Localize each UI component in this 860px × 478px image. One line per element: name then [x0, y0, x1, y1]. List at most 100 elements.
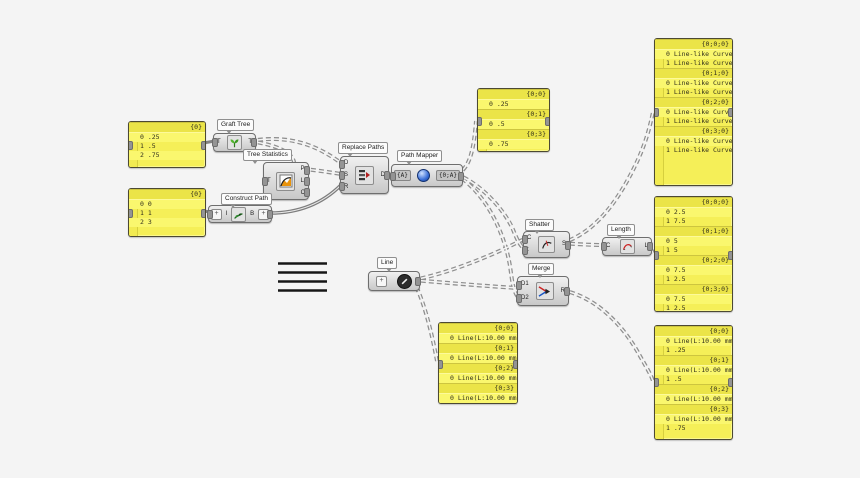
replace-paths-output-d[interactable]: D — [380, 171, 385, 178]
path-mapper-target-lane[interactable]: {0;A} — [435, 170, 460, 181]
merge-input-d2[interactable]: D2 — [521, 294, 529, 301]
shatter-icon — [538, 236, 556, 253]
panel-row: 0 Line-like Curve — [655, 137, 732, 146]
panel-row: 1 7.5 — [666, 217, 686, 225]
output-nub[interactable] — [304, 177, 310, 186]
line-param-label: Line — [377, 257, 398, 272]
input-nub[interactable] — [516, 294, 522, 303]
input-nub[interactable] — [339, 182, 345, 191]
panel-row: 1 .5 — [140, 142, 156, 150]
shatter-output-s[interactable]: S — [561, 241, 566, 247]
panel-output-nub[interactable] — [545, 117, 549, 126]
output-nub[interactable] — [267, 210, 273, 219]
graft-tree-component[interactable]: T T — [212, 133, 257, 152]
output-nub[interactable] — [304, 188, 310, 197]
path-mapper-component[interactable]: {A} {0;A} — [390, 164, 464, 187]
construct-path-component[interactable]: + I B + — [207, 205, 273, 223]
panel-input-nub[interactable] — [655, 378, 659, 387]
replace-paths-component[interactable]: D S R D — [339, 156, 390, 194]
branch-path: {0;2} — [439, 363, 517, 374]
line-param-component[interactable]: + — [368, 271, 421, 291]
panel-row: 0 5 — [655, 237, 732, 246]
wire-core — [455, 173, 525, 250]
tree-statistics-component[interactable]: T P L C — [262, 162, 310, 200]
output-nub[interactable] — [251, 138, 257, 147]
branch-path: {0;3;0} — [655, 126, 732, 137]
tree-statistics-output-c[interactable]: C — [300, 189, 305, 196]
replace-paths-input-s[interactable]: S — [344, 171, 349, 178]
input-nub[interactable] — [390, 172, 396, 181]
panel-output-nub[interactable] — [513, 360, 517, 369]
panel-row: 0 Line-like Curve — [655, 108, 732, 117]
expand-icon[interactable]: + — [376, 275, 387, 287]
path-mapper-source-lane[interactable]: {A} — [394, 170, 411, 181]
output-nub[interactable] — [458, 172, 464, 181]
merge-component[interactable]: D1 D2 R — [516, 276, 570, 306]
length-input-c[interactable]: C — [606, 243, 611, 249]
panel-row: 1 1 — [140, 209, 152, 217]
tree-statistics-icon — [276, 171, 296, 191]
input-nub[interactable] — [212, 138, 218, 147]
input-nub[interactable] — [262, 177, 268, 186]
panel-output-nub[interactable] — [201, 209, 205, 218]
graft-tree-output-t[interactable]: T — [247, 139, 253, 146]
panel-output-nub[interactable] — [201, 141, 205, 150]
replace-paths-input-d[interactable]: D — [344, 159, 349, 166]
output-nub[interactable] — [565, 241, 571, 250]
panel-merged[interactable]: {0;0} 0 Line(L:10.00 mm) 1 .25 {0;1} 0 L… — [654, 325, 733, 440]
panel-input-nub[interactable] — [129, 209, 133, 218]
input-nub[interactable] — [522, 246, 528, 255]
construct-path-label: Construct Path — [221, 193, 272, 208]
panel-input-nub[interactable] — [655, 251, 659, 260]
length-output-l[interactable]: L — [644, 243, 649, 250]
wire-merge-to-merged-panel — [561, 288, 655, 382]
tree-statistics-output-l[interactable]: L — [300, 177, 304, 184]
replace-paths-input-r[interactable]: R — [344, 183, 349, 190]
tree-statistics-output-p[interactable]: P — [300, 165, 305, 172]
panel-mapped[interactable]: {0;0} 0 .25 {0;1} 0 .5 {0;3} 0 .75 — [477, 88, 550, 152]
graft-tree-input-t[interactable]: T — [217, 139, 221, 145]
input-nub[interactable] — [522, 235, 528, 244]
panel-lines[interactable]: {0;0} 0 Line(L:10.00 mm) {0;1} 0 Line(L:… — [438, 322, 518, 404]
panel-row: 0 Line(L:10.00 mm) — [439, 354, 517, 363]
output-nub[interactable] — [304, 166, 310, 175]
panel-output-nub[interactable] — [728, 108, 732, 117]
output-nub[interactable] — [415, 277, 421, 286]
panel-output-nub[interactable] — [728, 378, 732, 387]
panel-curves[interactable]: {0;0;0} 0 Line-like Curve 1 Line-like Cu… — [654, 38, 733, 186]
tree-statistics-input-t[interactable]: T — [267, 177, 271, 184]
input-nub[interactable] — [207, 210, 213, 219]
output-nub[interactable] — [647, 242, 653, 251]
panel-lengths[interactable]: {0;0;0} 0 2.5 1 7.5 {0;1;0} 0 5 1 5 {0;2… — [654, 196, 733, 312]
panel-row: 2 3 — [129, 218, 205, 227]
panel-row: 0 0 — [129, 200, 205, 209]
branch-path: {0;3} — [655, 404, 732, 415]
panel-input-nub[interactable] — [129, 141, 133, 150]
panel-output-nub[interactable] — [728, 251, 732, 260]
output-nub[interactable] — [564, 287, 570, 296]
panel-input-nub[interactable] — [478, 117, 482, 126]
construct-path-output-b[interactable]: B — [250, 210, 255, 217]
input-nub[interactable] — [339, 171, 345, 180]
panel-input-nub[interactable] — [655, 108, 659, 117]
wire-core — [561, 111, 654, 244]
construct-path-input-i[interactable]: I — [225, 210, 228, 217]
wire-core — [455, 173, 519, 298]
input-nub[interactable] — [601, 242, 607, 251]
panel-margin — [655, 326, 664, 439]
shatter-input-c[interactable]: C — [527, 234, 532, 241]
merge-output-r[interactable]: R — [560, 287, 565, 294]
panel-input-nub[interactable] — [439, 360, 443, 369]
input-nub[interactable] — [516, 281, 522, 290]
merge-input-d1[interactable]: D1 — [521, 280, 529, 287]
branch-path: {0;1} — [439, 343, 517, 354]
output-nub[interactable] — [384, 171, 390, 180]
panel-row: 1 Line-like Curve — [666, 59, 733, 67]
length-component[interactable]: C L — [601, 237, 653, 256]
input-nub[interactable] — [339, 160, 345, 169]
panel-values[interactable]: {0} 0 .25 1 .5 2 .75 — [128, 121, 206, 168]
shatter-component[interactable]: C t S — [522, 231, 571, 258]
panel-indices[interactable]: {0} 0 0 1 1 2 3 — [128, 188, 206, 237]
length-label: Length — [607, 224, 635, 239]
